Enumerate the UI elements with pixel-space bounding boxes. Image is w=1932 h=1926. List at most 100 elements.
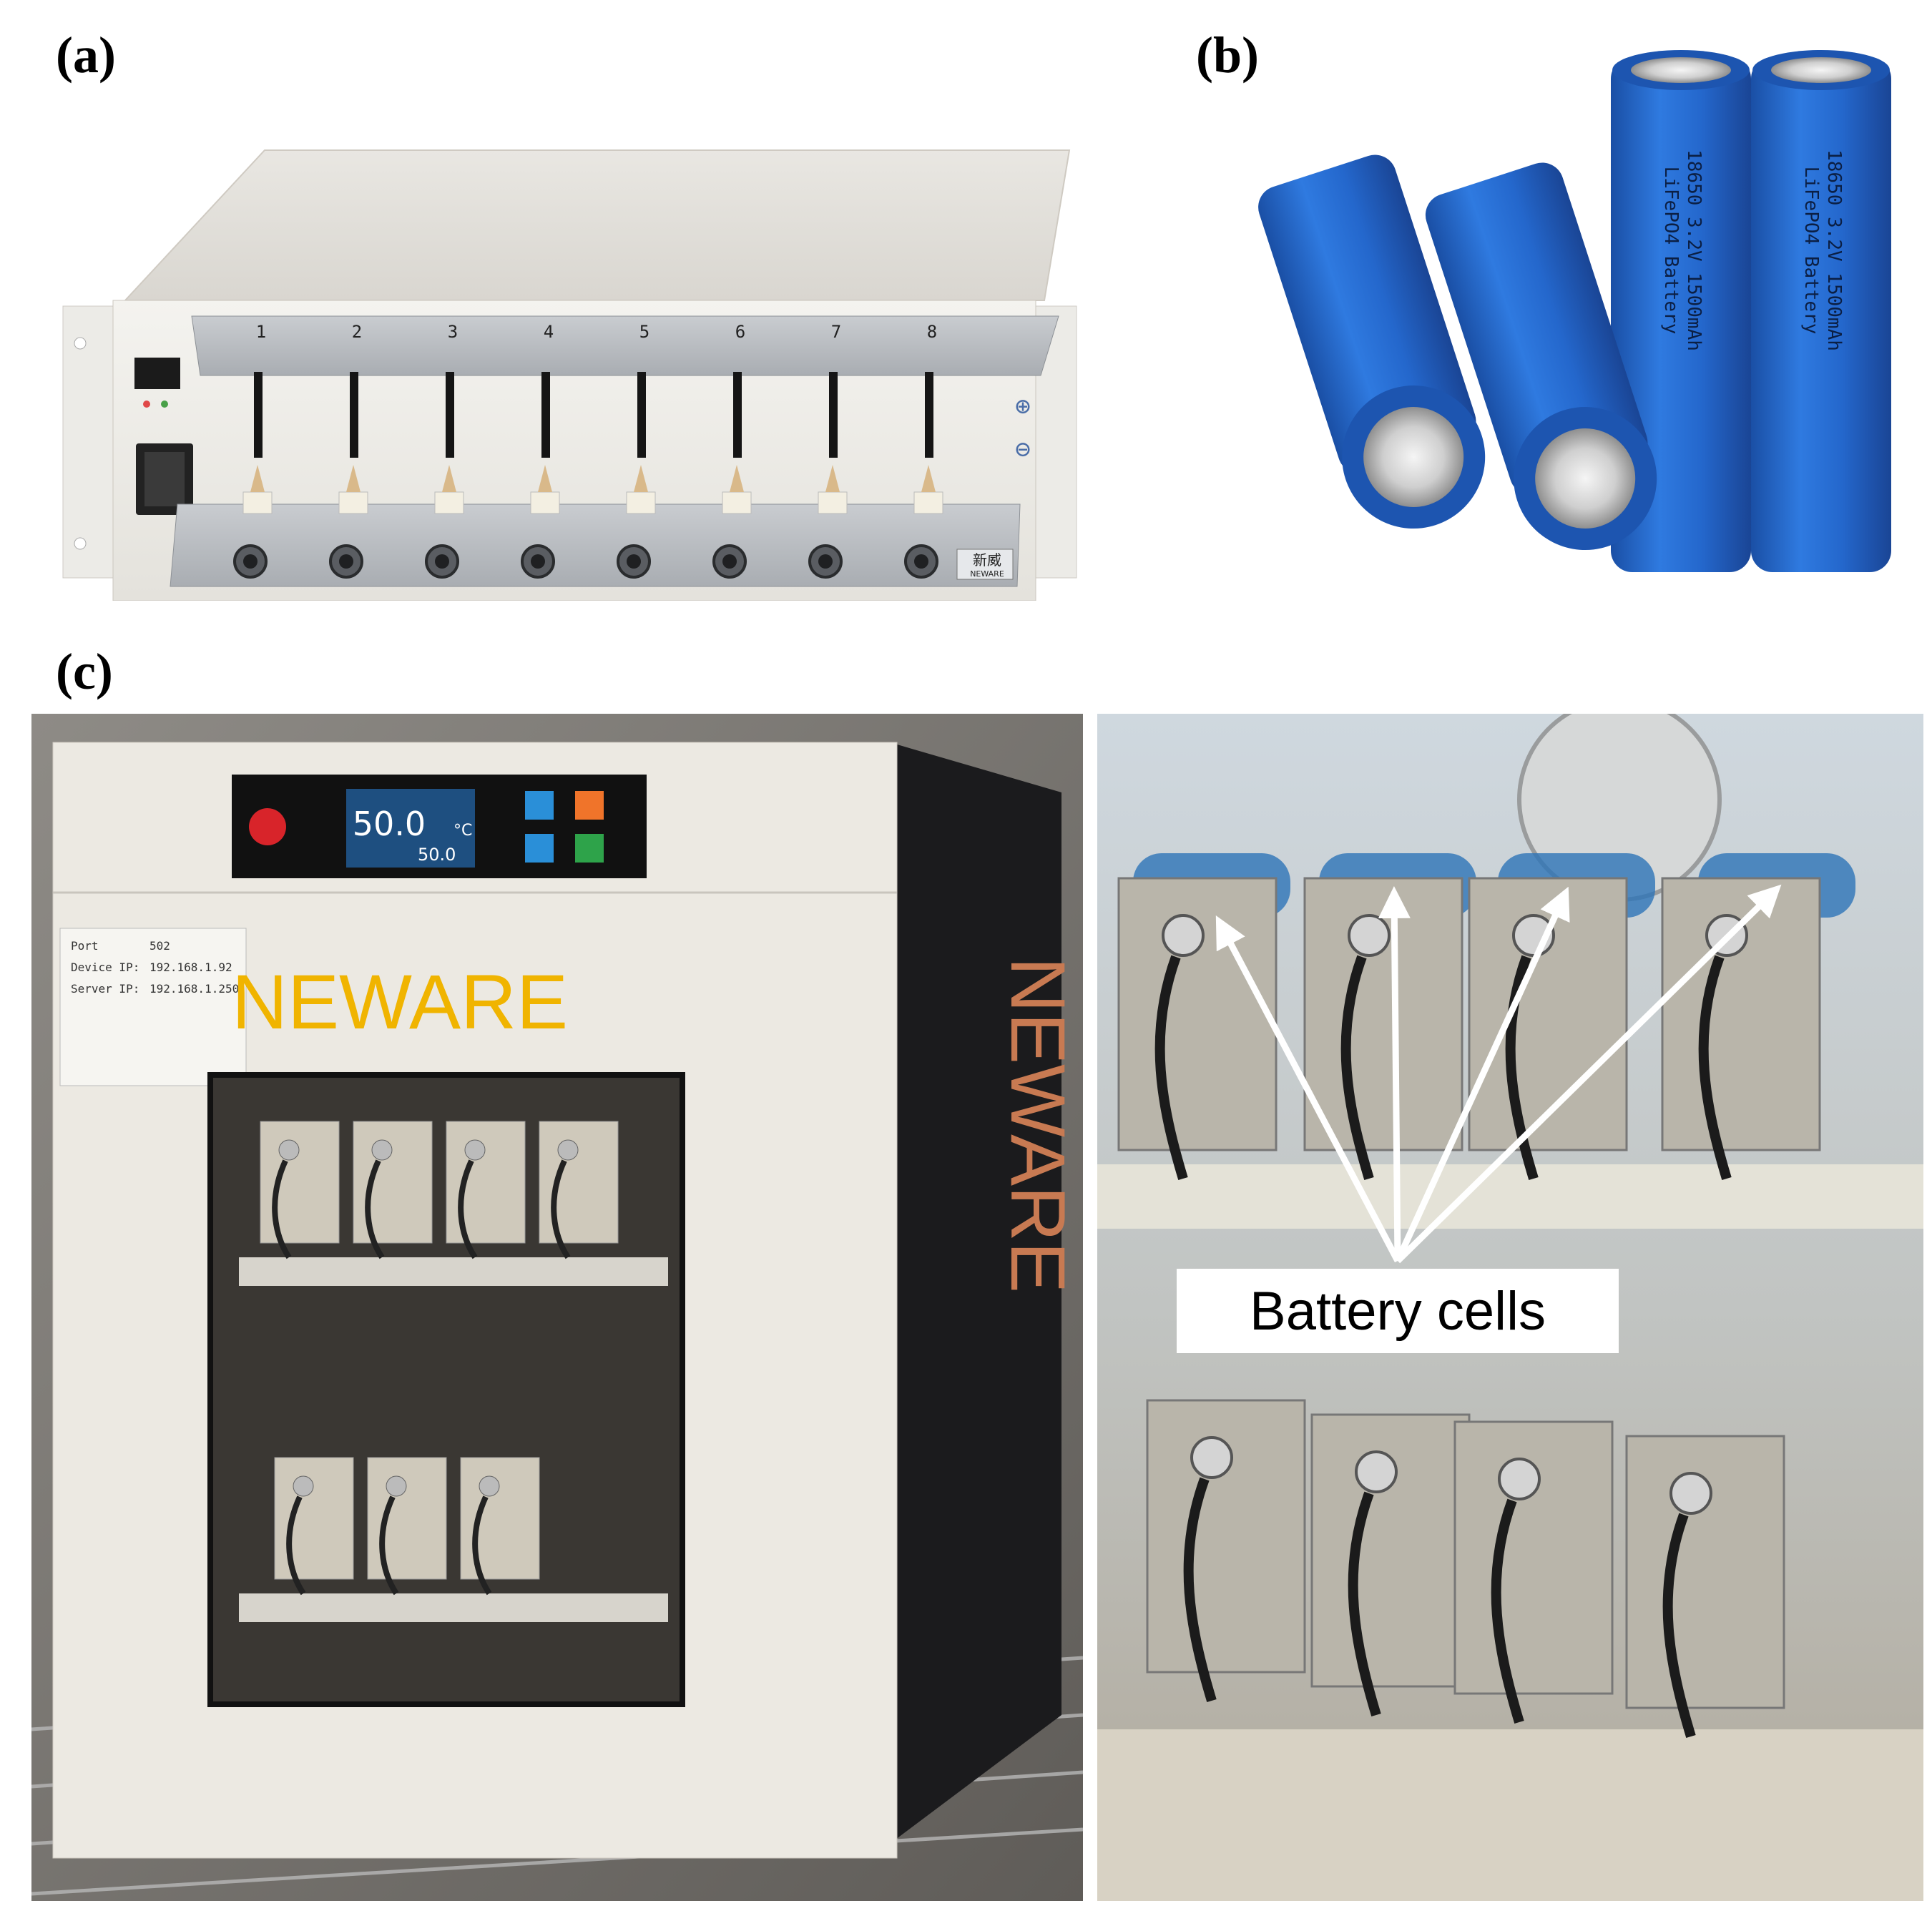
battery-standing-2: 18650 3.2V 1500mAh LiFePO4 Battery: [1751, 50, 1891, 572]
cell-holder-plate: [367, 1457, 447, 1580]
info-device-label: Device IP:: [71, 960, 139, 974]
inside-cable: [1662, 1513, 1696, 1739]
cell-cable: [379, 1495, 399, 1596]
cell-cable: [472, 1495, 492, 1596]
cell-holder-plate: [460, 1457, 540, 1580]
channel-clip-tip: [921, 465, 936, 492]
channel-clip-tip: [538, 465, 552, 492]
channel-connector-core: [818, 554, 833, 569]
inside-cable: [1491, 1498, 1524, 1724]
cell-cable: [551, 1159, 571, 1259]
temperature-set: 50.0: [418, 845, 456, 865]
channel-slot: [446, 372, 454, 458]
panel-label-c: (c): [56, 643, 113, 700]
channel-slot: [254, 372, 263, 458]
battery-print-line-2: LiFePO4 Battery: [1660, 167, 1682, 335]
channel-clip: [913, 491, 943, 514]
channel-slot: [829, 372, 838, 458]
cell-terminal: [557, 1139, 579, 1161]
channel-slot: [925, 372, 933, 458]
info-server-value: 192.168.1.250: [149, 982, 239, 996]
cell-terminal: [386, 1475, 407, 1497]
plus-symbol: ⊕: [1015, 392, 1031, 421]
inside-holder-plate: [1453, 1420, 1614, 1695]
battery-print-line-1b: 18650 3.2V 1500mAh: [1823, 149, 1845, 351]
channel-clip-tip: [250, 465, 265, 492]
inside-cable: [1154, 955, 1188, 1181]
battery-cells-callout: Battery cells: [1177, 1269, 1619, 1353]
channel-clip: [722, 491, 752, 514]
temperature-display: [346, 789, 475, 868]
channel-clip-tip: [825, 465, 840, 492]
batteries-photo: 18650 3.2V 1500mAh LiFePO4 Battery 18650…: [1258, 50, 1891, 572]
chamber-side-brand: NEWARE: [995, 957, 1082, 1293]
panel-label-b: (b): [1196, 26, 1259, 84]
minus-symbol: ⊖: [1015, 435, 1031, 464]
cell-cable: [458, 1159, 478, 1259]
brand-badge-sub: NEWARE: [970, 569, 1004, 579]
channel-clip: [818, 491, 848, 514]
temperature-unit: °C: [453, 822, 472, 840]
battery-leaning-2: [1425, 162, 1657, 551]
inside-holder-plate: [1625, 1435, 1785, 1709]
battery-print-line-2b: LiFePO4 Battery: [1800, 167, 1822, 335]
inside-terminal: [1162, 914, 1205, 957]
channel-slot: [541, 372, 550, 458]
channel-clip: [242, 491, 273, 514]
cell-holder-plate: [260, 1121, 340, 1244]
cell-terminal: [278, 1139, 300, 1161]
info-port-value: 502: [149, 939, 170, 953]
channel-number: 2: [352, 322, 362, 342]
cell-holder-plate: [353, 1121, 433, 1244]
channel-clip-tip: [634, 465, 648, 492]
info-port-label: Port: [71, 939, 99, 953]
chamber-brand: NEWARE: [232, 958, 568, 1045]
cell-cable: [365, 1159, 385, 1259]
chamber-photo: NEWARE 50.0 °C 50.0 Port 502 Device IP: …: [31, 714, 1923, 1901]
battery-print-line-1: 18650 3.2V 1500mAh: [1683, 149, 1705, 351]
cell-terminal: [479, 1475, 500, 1497]
cell-holder-plate: [446, 1121, 526, 1244]
power-button: [249, 808, 286, 845]
tester-lid: [123, 149, 1071, 301]
inside-terminal: [1355, 1450, 1398, 1493]
down-button: [525, 834, 554, 863]
chamber-side: [890, 742, 1061, 1844]
tester-connector-bar: [170, 503, 1021, 587]
confirm-button: [575, 834, 604, 863]
cell-cable: [286, 1495, 306, 1596]
channel-connector-core: [914, 554, 928, 569]
channel-connector-core: [627, 554, 641, 569]
cell-terminal: [293, 1475, 314, 1497]
channel-clip: [626, 491, 656, 514]
brand-badge-text: 新威: [973, 551, 1001, 569]
inside-cable: [1183, 1477, 1217, 1703]
cell-holder-plate: [539, 1121, 619, 1244]
channel-number: 1: [256, 322, 266, 342]
channel-connector-core: [531, 554, 545, 569]
up-button: [525, 791, 554, 820]
back-button: [575, 791, 604, 820]
cell-terminal: [464, 1139, 486, 1161]
channel-slot: [733, 372, 742, 458]
inside-terminal: [1190, 1436, 1233, 1479]
channel-clip-tip: [442, 465, 456, 492]
cell-terminal: [371, 1139, 393, 1161]
info-device-value: 192.168.1.92: [149, 960, 232, 974]
channel-connector-core: [243, 554, 258, 569]
cell-holder-plate: [274, 1457, 354, 1580]
inside-holder-plate: [1146, 1399, 1306, 1674]
panel-label-a: (a): [56, 26, 116, 84]
inside-cable: [1340, 955, 1374, 1181]
channel-clip: [338, 491, 368, 514]
inside-terminal: [1348, 914, 1391, 957]
callout-arrows: [1215, 884, 1782, 1264]
channel-clip-tip: [730, 465, 744, 492]
channel-connector-core: [339, 554, 353, 569]
inside-cable: [1698, 955, 1732, 1181]
channel-slot: [350, 372, 358, 458]
channel-slots: [254, 372, 933, 458]
channel-number: 4: [544, 322, 554, 342]
inside-terminal: [1669, 1472, 1712, 1515]
